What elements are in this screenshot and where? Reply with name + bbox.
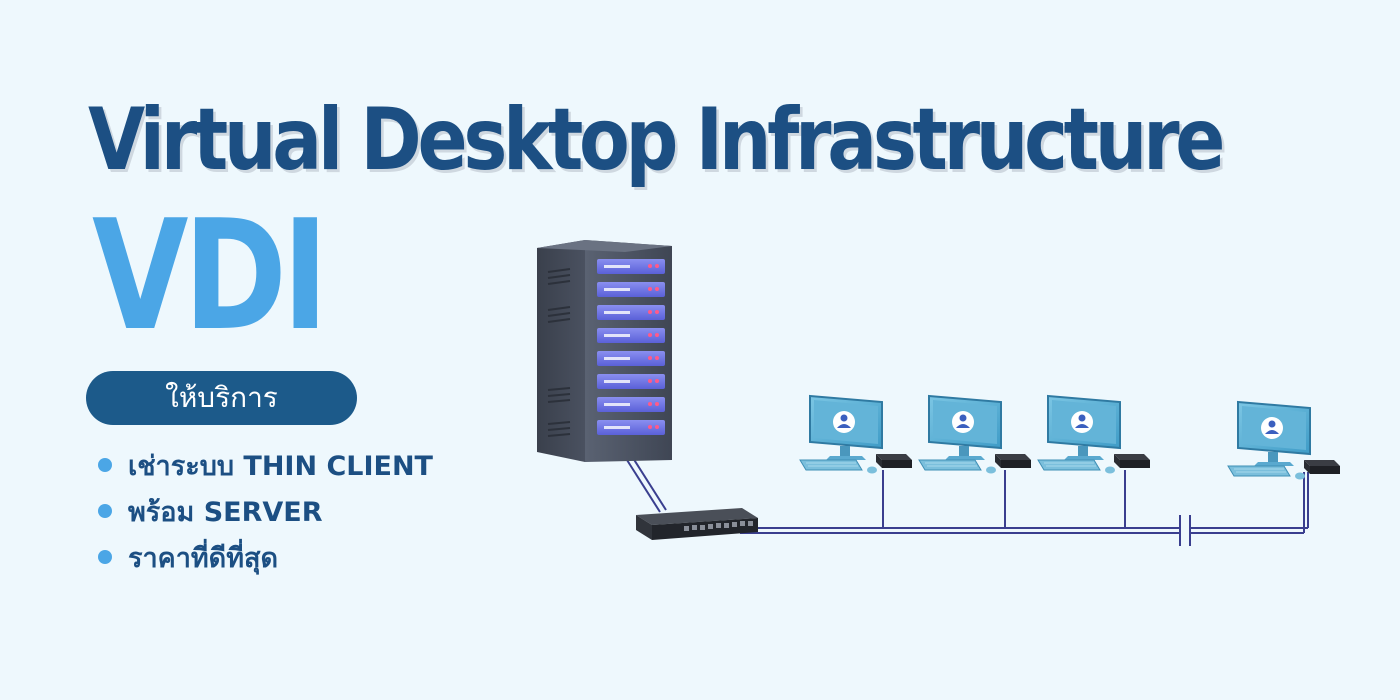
feature-text: เช่าระบบ THIN CLIENT (128, 450, 433, 482)
page-title: Virtual Desktop Infrastructure (88, 90, 1225, 190)
thin-client-computer-icon (799, 395, 913, 475)
network-switch-icon (636, 508, 758, 540)
feature-item: พร้อม SERVER (98, 488, 433, 534)
feature-text: ราคาที่ดีที่สุด (128, 542, 279, 574)
feature-text: พร้อม SERVER (128, 496, 323, 528)
feature-item: ราคาที่ดีที่สุด (98, 534, 433, 580)
thin-client-computer-icon (1227, 401, 1341, 481)
server-tower-icon (537, 240, 672, 462)
feature-list: เช่าระบบ THIN CLIENT พร้อม SERVER ราคาที… (98, 442, 433, 580)
acronym-heading: VDI (92, 187, 328, 364)
feature-item: เช่าระบบ THIN CLIENT (98, 442, 433, 488)
thin-client-computer-icon (1037, 395, 1151, 475)
bullet-dot-icon (98, 550, 112, 564)
thin-client-computer-icon (918, 395, 1032, 475)
bullet-dot-icon (98, 504, 112, 518)
bullet-dot-icon (98, 458, 112, 472)
service-pill: ให้บริการ (86, 371, 357, 425)
